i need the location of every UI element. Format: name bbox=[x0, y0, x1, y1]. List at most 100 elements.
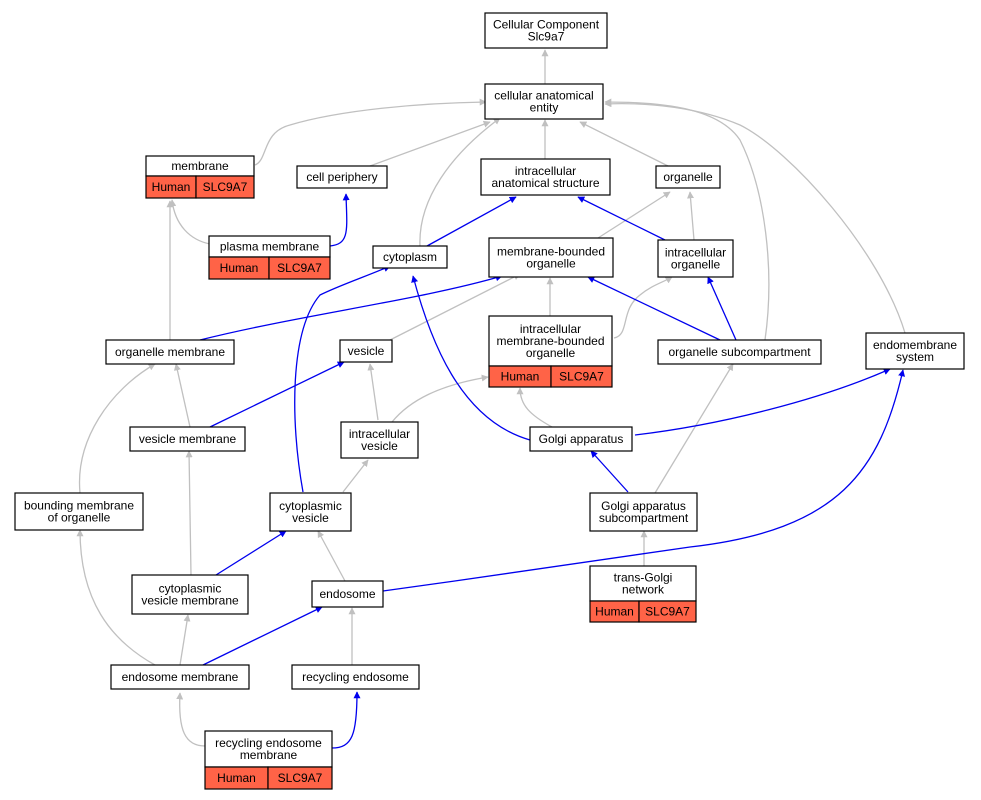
edge-part-of bbox=[294, 265, 391, 493]
node-label: entity bbox=[530, 101, 559, 115]
node-label: vesicle bbox=[348, 344, 385, 358]
node-intracellular-membrane-bounded-organelle[interactable]: intracellularmembrane-boundedorganelleHu… bbox=[488, 315, 613, 388]
edge-is-a bbox=[389, 273, 521, 341]
node-label: bounding membrane bbox=[24, 499, 134, 513]
node-label: intracellular bbox=[665, 246, 726, 260]
node-label: organelle bbox=[526, 257, 576, 271]
node-label: Golgi apparatus bbox=[601, 499, 686, 513]
edge-part-of bbox=[577, 196, 666, 241]
node-label: membrane-bounded bbox=[496, 334, 604, 348]
node-organelle-membrane[interactable]: organelle membrane bbox=[105, 339, 235, 365]
node-vesicle[interactable]: vesicle bbox=[339, 339, 393, 363]
node-cytoplasm[interactable]: cytoplasm bbox=[372, 245, 448, 269]
edge-part-of bbox=[202, 606, 323, 666]
annotation-species-label: Human bbox=[217, 771, 256, 785]
annotation-species-label: Human bbox=[152, 180, 191, 194]
node-label: endosome bbox=[319, 587, 375, 601]
node-label: endomembrane bbox=[873, 338, 957, 352]
edge-is-a bbox=[185, 450, 193, 576]
edge-part-of bbox=[215, 530, 287, 576]
node-recycling-endosome[interactable]: recycling endosome bbox=[291, 664, 420, 690]
node-label: trans-Golgi bbox=[614, 571, 673, 585]
node-endosome[interactable]: endosome bbox=[311, 580, 384, 608]
edge-part-of bbox=[382, 369, 905, 592]
node-label: organelle membrane bbox=[115, 345, 225, 359]
annotation-gene-cell bbox=[550, 365, 613, 388]
edge-is-a bbox=[604, 98, 770, 341]
node-label: organelle bbox=[526, 346, 576, 360]
edge-is-a bbox=[179, 614, 191, 666]
node-label: cytoplasm bbox=[383, 250, 437, 264]
edge-is-a bbox=[369, 120, 491, 167]
annotation-gene-label: SLC9A7 bbox=[278, 771, 323, 785]
node-label: organelle subcompartment bbox=[668, 345, 811, 359]
node-label: membrane bbox=[240, 748, 298, 762]
annotation-gene-cell bbox=[267, 766, 333, 790]
edge-part-of bbox=[634, 368, 891, 436]
node-box bbox=[865, 332, 965, 370]
node-label: intracellular bbox=[349, 427, 410, 441]
edge-part-of bbox=[426, 196, 517, 247]
edge-is-a bbox=[76, 529, 156, 666]
node-label: vesicle bbox=[361, 439, 398, 453]
edge-part-of bbox=[199, 274, 503, 341]
node-golgi-apparatus[interactable]: Golgi apparatus bbox=[529, 426, 633, 452]
node-endosome-membrane[interactable]: endosome membrane bbox=[110, 664, 250, 690]
node-box bbox=[657, 339, 822, 365]
node-label: membrane bbox=[171, 159, 229, 173]
node-box bbox=[110, 664, 250, 690]
edge-is-a bbox=[613, 276, 673, 339]
node-label: Cellular Component bbox=[493, 18, 600, 32]
node-organelle[interactable]: organelle bbox=[655, 165, 721, 189]
annotation-gene-label: SLC9A7 bbox=[559, 370, 604, 384]
node-label: recycling endosome bbox=[215, 736, 322, 750]
node-box bbox=[14, 492, 144, 531]
edge-is-a bbox=[419, 117, 501, 247]
node-label: organelle bbox=[671, 258, 721, 272]
node-box bbox=[129, 426, 246, 452]
node-cell-periphery[interactable]: cell periphery bbox=[296, 165, 388, 189]
node-box bbox=[484, 83, 604, 120]
node-box bbox=[480, 158, 611, 196]
edge-part-of bbox=[331, 691, 361, 749]
node-box bbox=[488, 315, 613, 367]
edge-part-of bbox=[707, 276, 737, 341]
edge-part-of bbox=[411, 275, 531, 441]
node-label: organelle bbox=[663, 170, 713, 184]
edge-is-a bbox=[342, 459, 369, 493]
node-box bbox=[311, 580, 384, 608]
node-box bbox=[488, 237, 614, 278]
node-label: intracellular bbox=[515, 164, 576, 178]
edge-is-a bbox=[391, 374, 489, 423]
edge-is-a bbox=[176, 692, 206, 747]
node-label: cytoplasmic bbox=[279, 499, 342, 513]
edge-is-a bbox=[367, 363, 379, 421]
edge-is-a bbox=[317, 530, 346, 582]
edge-part-of bbox=[590, 450, 629, 493]
node-vesicle-membrane[interactable]: vesicle membrane bbox=[129, 426, 246, 452]
node-label: recycling endosome bbox=[302, 670, 409, 684]
edge-part-of bbox=[329, 193, 350, 247]
edge-is-a bbox=[516, 387, 553, 428]
node-label: cell periphery bbox=[306, 170, 377, 184]
edge-is-a bbox=[254, 98, 487, 166]
edge-is-a bbox=[173, 363, 191, 428]
node-organelle-subcompartment[interactable]: organelle subcompartment bbox=[657, 339, 822, 365]
